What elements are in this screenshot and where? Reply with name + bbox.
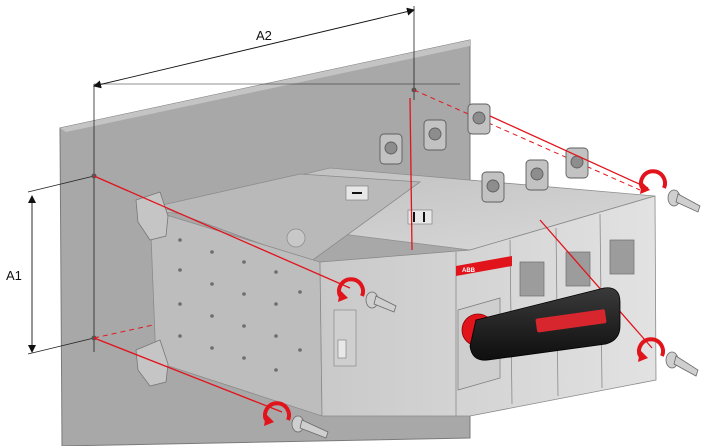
screw-icon: [665, 351, 699, 377]
terminal-lug-icon: [481, 171, 505, 203]
rotate-arrow-icon: [263, 401, 291, 426]
extension-line-top: [27, 175, 95, 193]
guide-lines: [93, 97, 653, 413]
rotate-arrow-icon: [337, 277, 365, 302]
brand-label-strip: [456, 256, 512, 276]
dimension-label-a1: A1: [6, 268, 22, 283]
screw-icon: [365, 291, 397, 313]
mounting-bracket-bottom: [135, 339, 169, 387]
housing-screw-top: [286, 228, 306, 248]
pole-window-2: [565, 251, 591, 287]
auxiliary-switch: [337, 339, 347, 359]
terminal-lug-icon: [525, 159, 549, 191]
terminal-lug-icon: [467, 103, 491, 135]
rotate-arrow-icon: [637, 337, 665, 362]
terminal-lugs: [379, 103, 589, 203]
handle-insert: [535, 309, 607, 333]
screw-icon: [291, 415, 329, 439]
side-face-holes: [178, 238, 302, 372]
dimension-label-a2: A2: [256, 28, 272, 43]
terminal-lug-icon: [379, 133, 403, 165]
screw-icon: [667, 189, 701, 213]
extension-line-bottom: [27, 337, 95, 355]
terminal-lug-icon: [423, 119, 447, 151]
mounting-bracket-top: [135, 191, 169, 241]
dimension-line-a2: [93, 7, 415, 89]
rotate-arrow-icon: [639, 169, 667, 194]
pole-window-1: [519, 261, 545, 297]
terminal-lug-icon: [565, 147, 589, 179]
pole-window-3: [609, 239, 635, 275]
brand-mark: ABB: [462, 268, 476, 274]
